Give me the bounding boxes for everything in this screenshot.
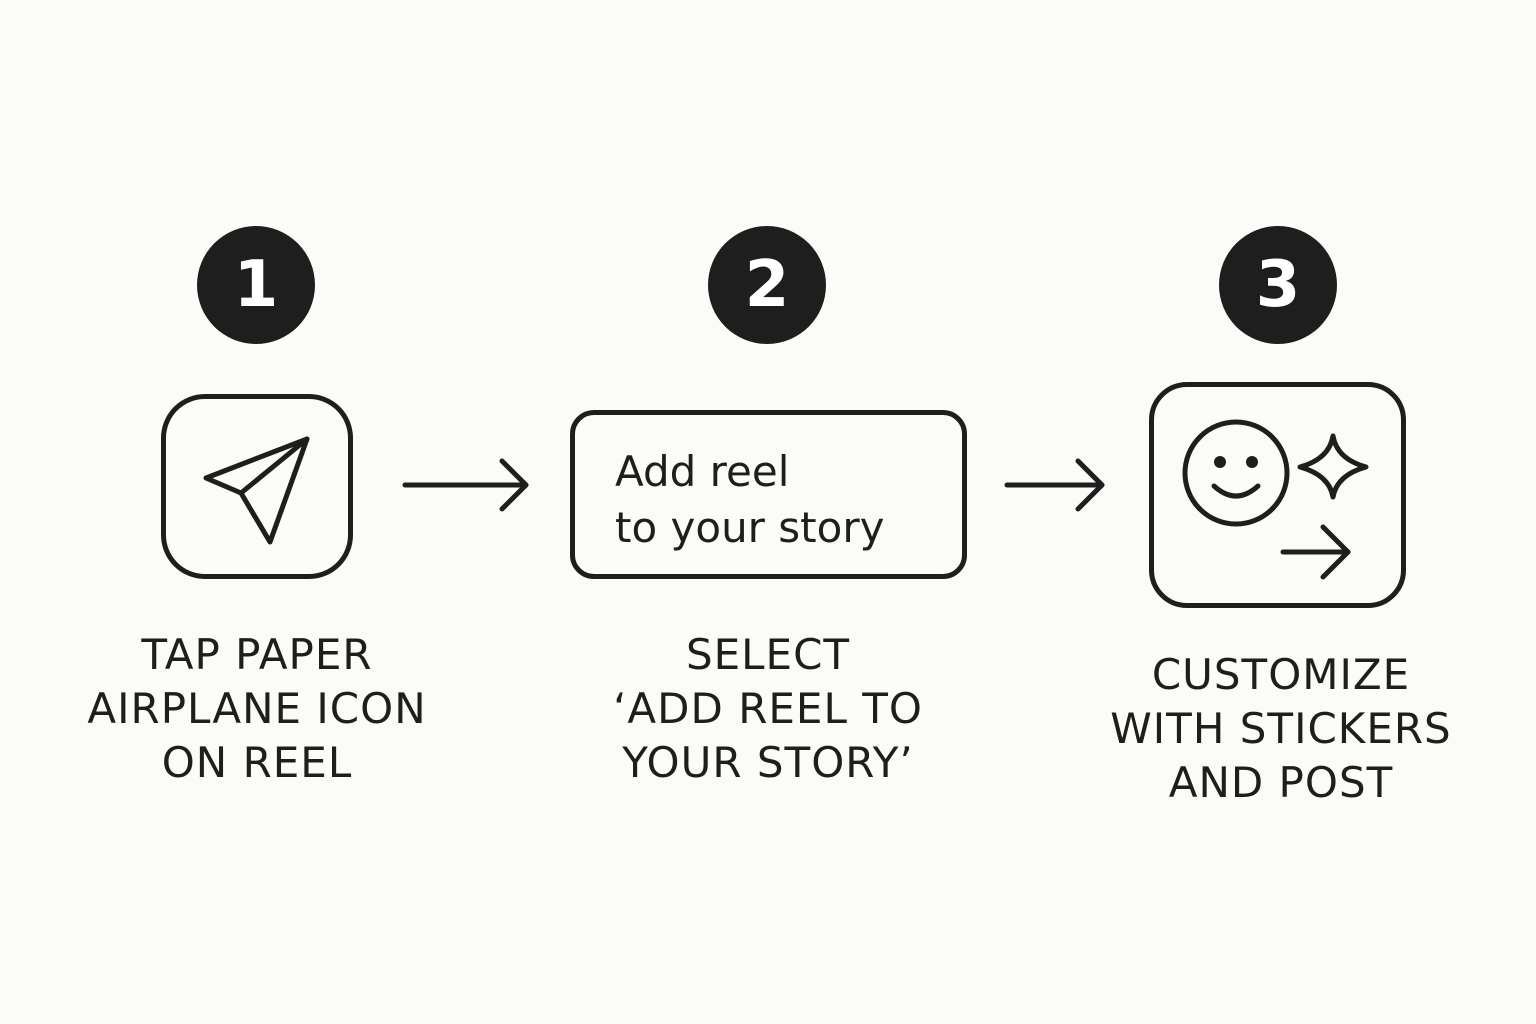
step-2-caption-line: SELECT [685,630,851,679]
step-2-caption-line: ‘ADD REEL TO [613,684,923,733]
add-reel-to-story-option: Add reel to your story [570,410,967,579]
step-2-caption-line: YOUR STORY’ [622,738,914,787]
option-text-line-2: to your story [615,503,885,552]
step-3-caption-line: CUSTOMIZE [1151,650,1411,699]
step-1-caption: TAP PAPER AIRPLANE ICON ON REEL [47,628,467,790]
step-3-badge: 3 [1219,226,1337,344]
step-1-caption-line: AIRPLANE ICON [87,684,427,733]
option-text-line-1: Add reel [615,447,790,496]
step-1-badge: 1 [197,226,315,344]
step-1-icon-box [161,394,353,579]
step-2-caption: SELECT ‘ADD REEL TO YOUR STORY’ [558,628,978,790]
paper-airplane-icon [203,436,310,545]
step-3-icon-box [1149,382,1406,608]
sparkle-icon [1297,433,1369,500]
step-1-caption-line: ON REEL [161,738,353,787]
step-3-caption: CUSTOMIZE WITH STICKERS AND POST [1071,648,1491,810]
step-3-caption-line: WITH STICKERS [1110,704,1452,753]
connector-arrow-2-icon [1004,458,1105,512]
step-2-badge: 2 [708,226,826,344]
smiley-face-icon [1182,419,1290,527]
step-3-arrow-right-icon [1280,524,1351,580]
connector-arrow-1-icon [402,458,529,512]
step-1-caption-line: TAP PAPER [141,630,373,679]
step-3-caption-line: AND POST [1168,758,1394,807]
